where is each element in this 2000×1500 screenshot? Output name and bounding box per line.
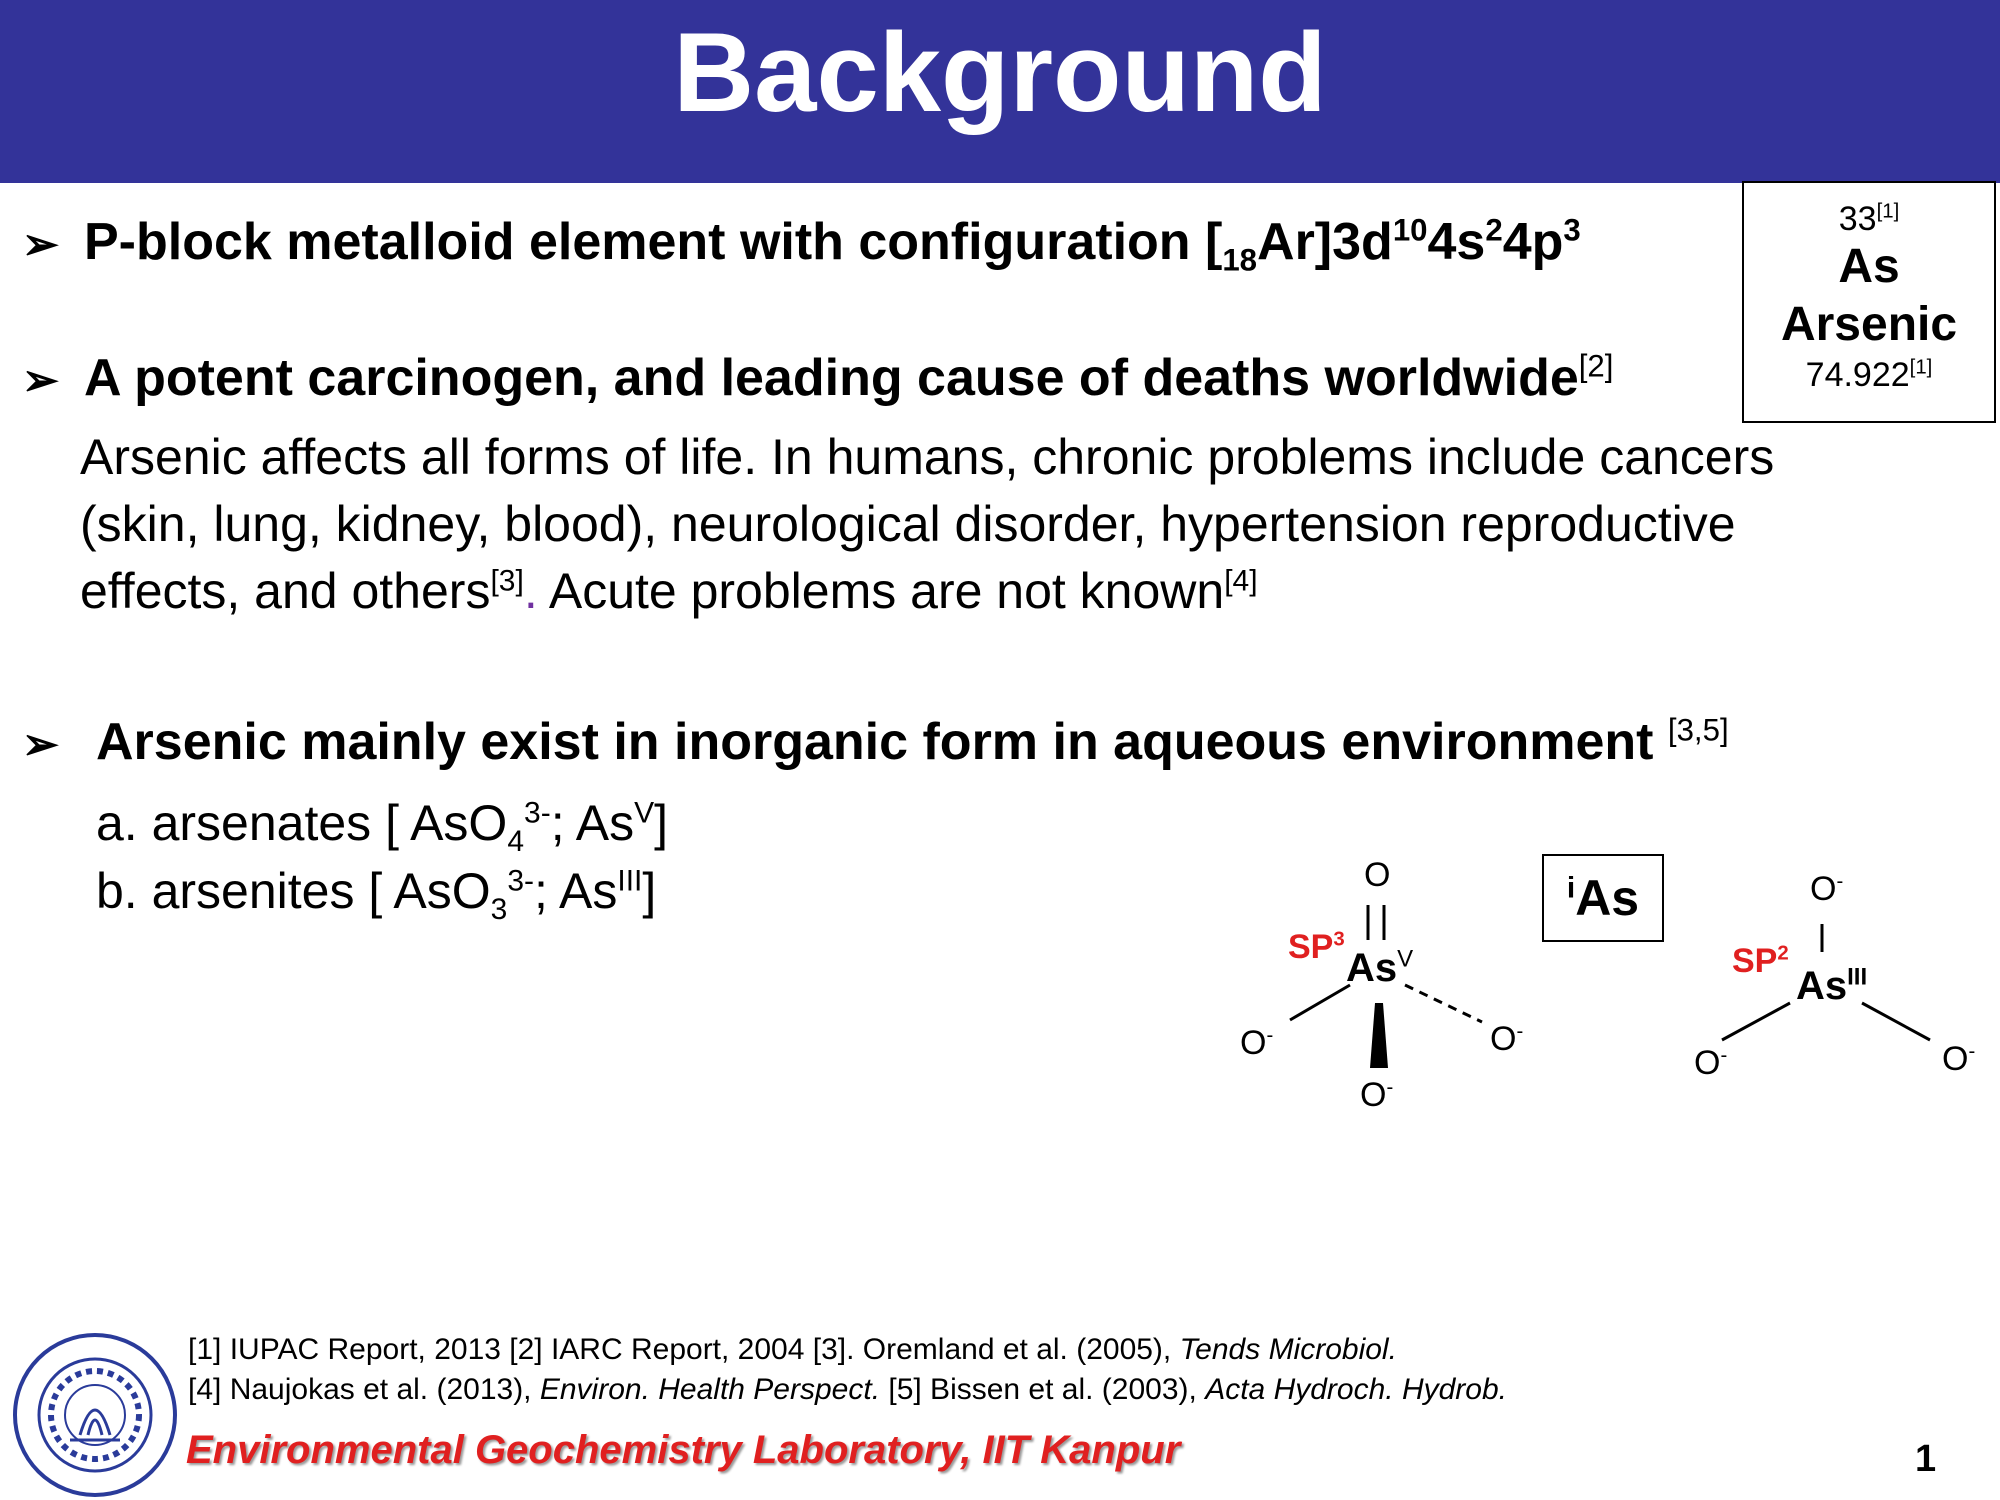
iit-kanpur-logo-icon — [13, 1333, 177, 1497]
element-name: Arsenic — [1780, 298, 1958, 351]
arsenate-left-bond — [1289, 983, 1351, 1022]
inorganic-arsenic-label: iAs — [1542, 854, 1664, 942]
arsenate-dashed-bond — [1404, 983, 1483, 1024]
arrow-bullet-icon: ➢ — [22, 720, 59, 769]
bullet-configuration: ➢P-block metalloid element with configur… — [22, 212, 1581, 278]
arsenite-oxygen-left: O- — [1694, 1044, 1728, 1082]
arrow-bullet-icon: ➢ — [22, 220, 59, 269]
arsenate-oxygen-bottom: O- — [1360, 1076, 1394, 1114]
bullet-carcinogen: ➢A potent carcinogen, and leading cause … — [22, 348, 1613, 411]
atomic-mass: 74.922[1] — [1805, 356, 1933, 394]
page-number: 1 — [1915, 1438, 1937, 1480]
health-effects-paragraph: Arsenic affects all forms of life. In hu… — [80, 429, 1775, 619]
arsenate-wedge-bond — [1370, 1003, 1388, 1068]
references: [1] IUPAC Report, 2013 [2] IARC Report, … — [188, 1333, 1507, 1406]
arsenate-oxygen-left: O- — [1240, 1024, 1274, 1062]
arsenite-hybridization: SP2 — [1732, 942, 1789, 980]
slide-title: Background — [673, 10, 1327, 135]
bullet-inorganic-form: ➢Arsenic mainly exist in inorganic form … — [22, 712, 1729, 775]
arsenites-item: b. arsenites [ AsO33-; AsIII] — [96, 863, 657, 926]
arsenite-oxygen-right: O- — [1942, 1040, 1976, 1078]
arsenite-oxygen-top: O- — [1810, 870, 1844, 908]
arsenate-oxygen-right: O- — [1490, 1020, 1524, 1058]
arsenate-hybridization: SP3 — [1288, 928, 1345, 966]
arsenate-oxygen-top: O — [1364, 856, 1391, 894]
element-symbol: As — [1838, 240, 1900, 293]
atomic-number: 33[1] — [1838, 200, 1900, 238]
arsenate-center: AsV — [1346, 945, 1414, 990]
periodic-element-card: 33[1] As Arsenic 74.922[1] — [1742, 181, 1996, 423]
arsenite-center: AsIII — [1796, 963, 1868, 1008]
arsenite-left-bond — [1721, 1001, 1791, 1042]
arsenite-right-bond — [1861, 1001, 1931, 1042]
arsenates-item: a. arsenates [ AsO43-; AsV] — [96, 795, 668, 858]
lab-name: Environmental Geochemistry Laboratory, I… — [186, 1428, 1181, 1472]
arrow-bullet-icon: ➢ — [22, 356, 59, 405]
title-bar: Background — [0, 0, 2000, 183]
